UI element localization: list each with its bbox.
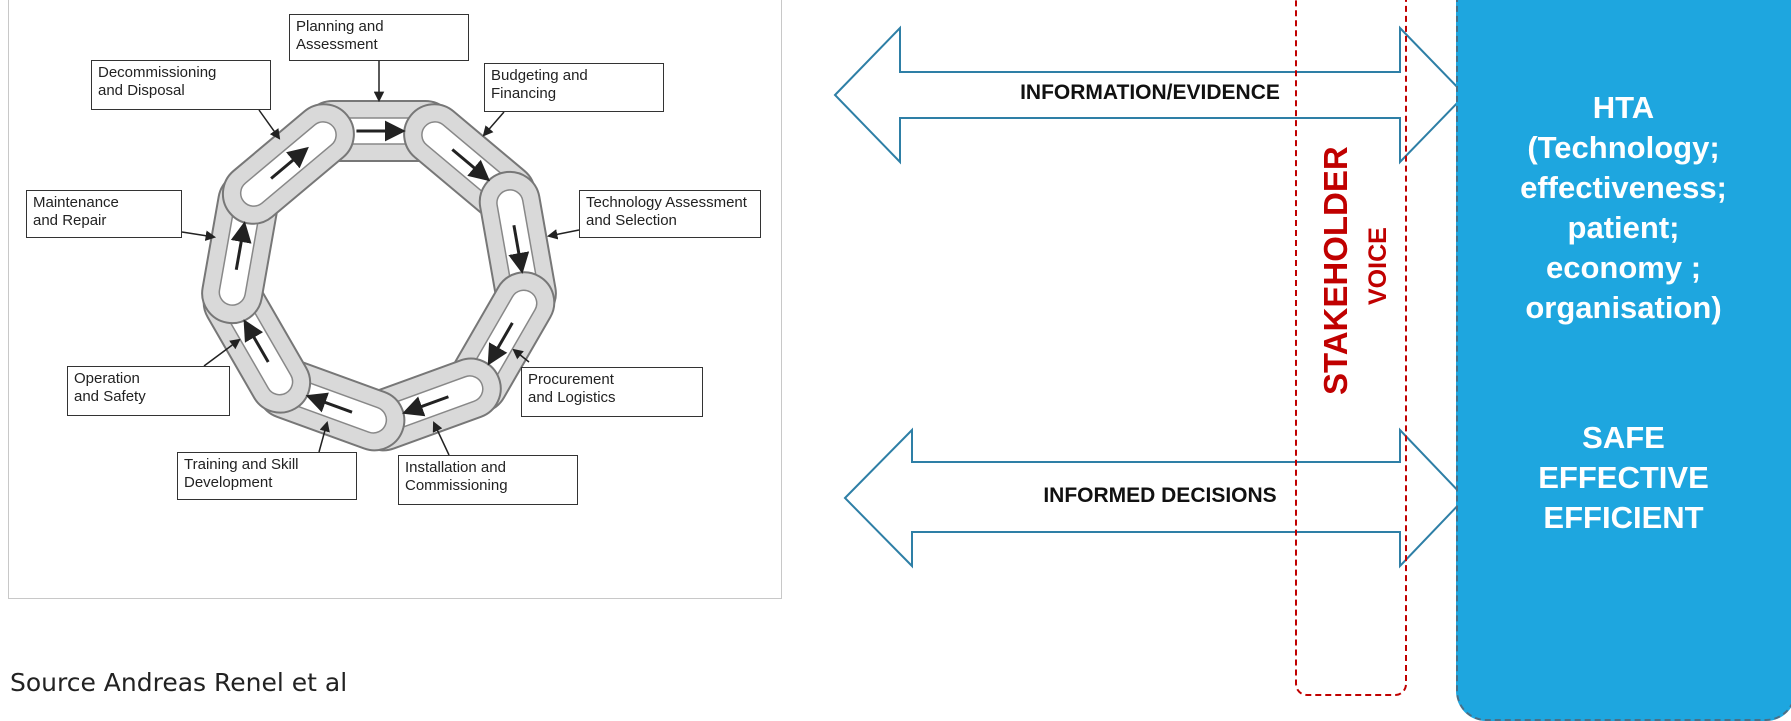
information-evidence-label: INFORMATION/EVIDENCE xyxy=(1020,81,1280,104)
stage-pointer xyxy=(432,421,450,456)
chain-diagram xyxy=(181,61,580,456)
stage-pointer xyxy=(258,109,281,140)
stage-pointer xyxy=(203,338,241,367)
flow-arrow xyxy=(305,392,353,414)
stage-pointer xyxy=(512,348,530,363)
stakeholder-voice-column xyxy=(1295,0,1407,696)
stage-pointer-lines xyxy=(181,61,580,456)
flow-arrow xyxy=(508,225,530,274)
flow-arrow xyxy=(243,319,270,363)
stage-pointer xyxy=(318,420,330,453)
informed-decisions-label: INFORMED DECISIONS xyxy=(1043,484,1277,507)
flow-arrow xyxy=(402,395,449,417)
stakeholder-label: STAKEHOLDER xyxy=(1317,146,1354,395)
stage-pointer xyxy=(181,230,217,241)
stage-pointer xyxy=(546,229,580,240)
hta-panel xyxy=(1456,0,1791,721)
flow-arrow xyxy=(487,322,514,366)
chain-flow-arrows xyxy=(230,120,530,417)
hta-dimensions-text: HTA (Technology; effectiveness; patient;… xyxy=(1520,90,1727,325)
source-caption: Source Andreas Renel et al xyxy=(10,668,348,697)
stage-pointer xyxy=(482,111,505,137)
flow-arrow xyxy=(270,146,309,180)
flow-arrow xyxy=(451,148,491,182)
chain-links xyxy=(201,100,557,452)
voice-label: VOICE xyxy=(1364,227,1392,305)
hta-outcomes-text: SAFE EFFECTIVE EFFICIENT xyxy=(1538,420,1709,535)
flow-arrow xyxy=(230,221,252,271)
